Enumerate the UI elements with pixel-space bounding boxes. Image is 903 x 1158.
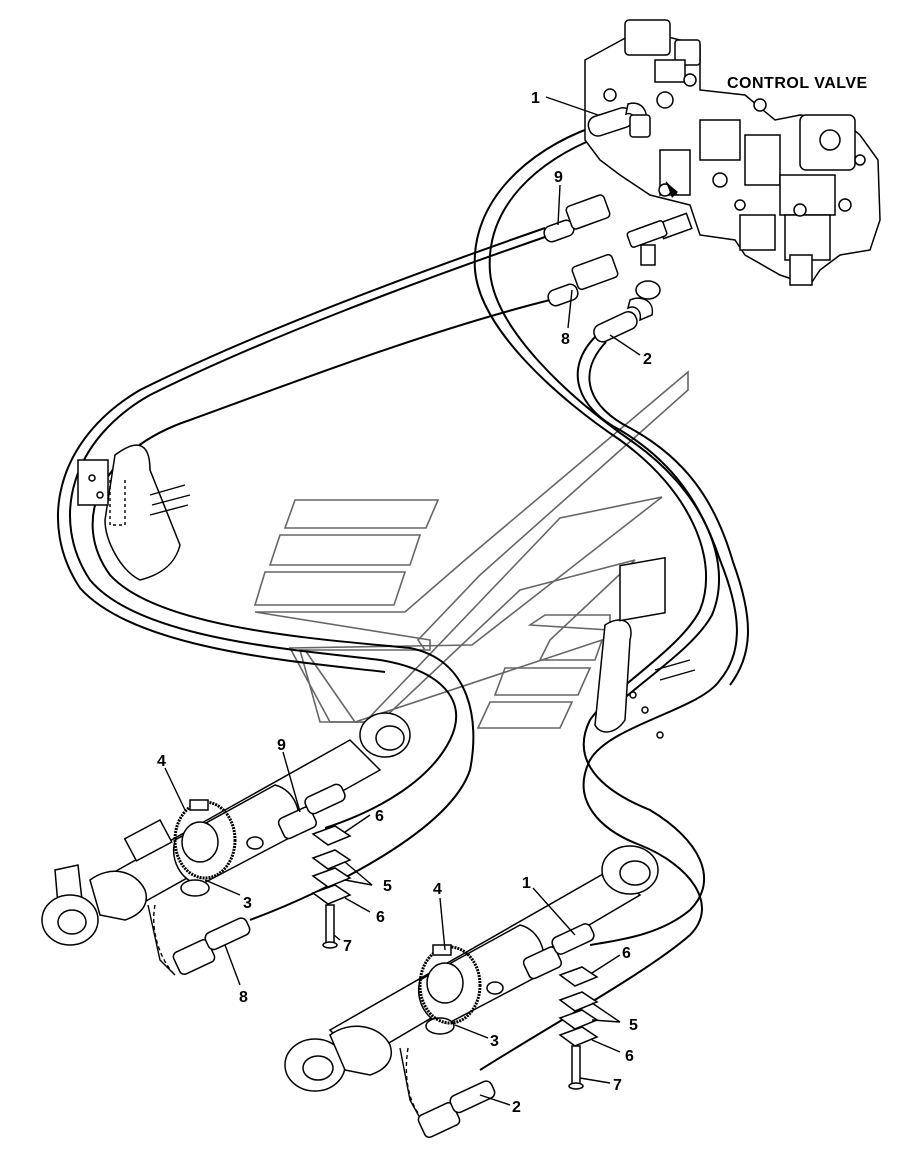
callout-4-left: 4 (157, 753, 166, 770)
control-valve-label: CONTROL VALVE (727, 75, 868, 92)
control-valve (584, 19, 881, 300)
callout-7-left: 7 (343, 938, 352, 955)
callout-6-left-b: 6 (376, 909, 385, 926)
leader-lines (164, 96, 641, 1106)
callout-3-right: 3 (490, 1033, 499, 1050)
hose-clamp-stack-right (558, 966, 599, 1090)
hose-end-9-left (277, 783, 346, 840)
callout-6-right-a: 6 (622, 945, 631, 962)
cylinder-right (284, 845, 659, 1119)
callout-5-left: 5 (383, 878, 392, 895)
hose-end-1-right (522, 923, 595, 980)
callout-7-right: 7 (613, 1077, 622, 1094)
callout-3-left: 3 (243, 895, 252, 912)
callout-2-top: 2 (643, 351, 652, 368)
callout-1-right: 1 (522, 875, 531, 892)
callout-9-left: 9 (277, 737, 286, 754)
hose-end-2-right (417, 1080, 496, 1139)
callout-5-right: 5 (629, 1017, 638, 1034)
hose-end-8-left (172, 917, 251, 976)
clamp-band-left (173, 799, 237, 880)
callout-4-right: 4 (433, 881, 442, 898)
callout-2-right: 2 (512, 1099, 521, 1116)
callout-6-left-a: 6 (375, 808, 384, 825)
callouts: 1 9 8 2 4 9 6 5 3 6 7 8 4 1 6 5 3 6 7 2 (157, 90, 652, 1116)
hose-routing (56, 127, 749, 1071)
clamp-band-right (418, 944, 482, 1025)
frame-bracket-left (77, 444, 191, 581)
callout-8-left: 8 (239, 989, 248, 1006)
frame-bracket-right (594, 556, 696, 739)
callout-1-top: 1 (531, 90, 540, 107)
watermark-logo (253, 370, 689, 729)
callout-9-top: 9 (554, 169, 563, 186)
cylinder-left (41, 712, 411, 976)
callout-6-right-b: 6 (625, 1048, 634, 1065)
callout-8-top: 8 (561, 331, 570, 348)
hose-fittings-top (543, 102, 654, 343)
hose-clamp-stack-left (311, 825, 352, 949)
